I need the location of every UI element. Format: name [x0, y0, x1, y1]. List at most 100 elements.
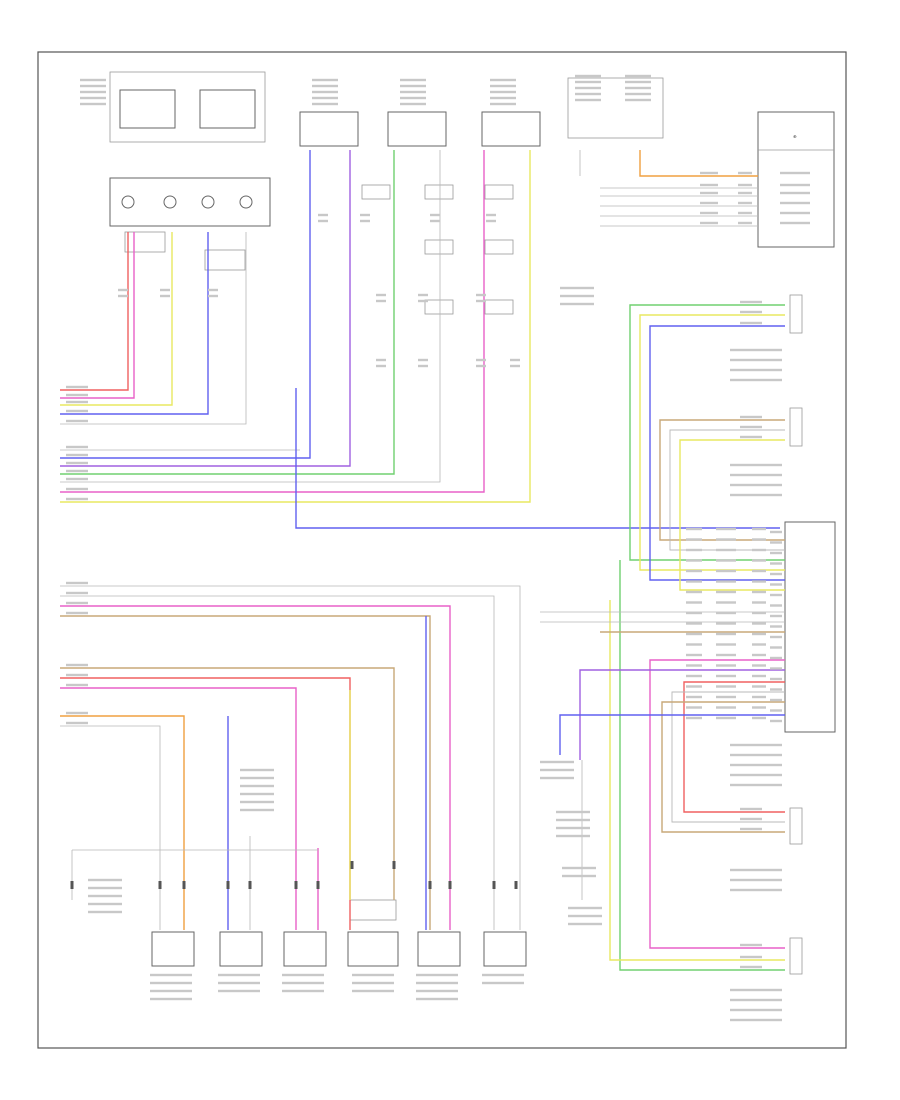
illegible-label-mark [400, 90, 426, 94]
illegible-label-mark [88, 902, 122, 906]
illegible-label-mark [752, 695, 766, 699]
illegible-label-mark [476, 299, 486, 303]
wire-yellow-1 [60, 232, 173, 406]
illegible-label-mark [562, 866, 596, 870]
connector-pin [70, 881, 74, 889]
illegible-label-mark [770, 604, 782, 607]
illegible-label-mark [568, 922, 602, 926]
illegible-label-mark [66, 611, 88, 615]
illegible-label-mark [66, 419, 88, 423]
illegible-label-mark [686, 611, 702, 615]
illegible-label-mark [625, 86, 651, 90]
illegible-label-mark [686, 538, 702, 541]
illegible-label-mark [770, 583, 782, 586]
connector-pins [70, 861, 518, 889]
wire-blue-4 [649, 325, 785, 581]
illegible-label-mark [400, 102, 426, 106]
illegible-label-mark [575, 86, 601, 90]
illegible-label-mark [490, 84, 516, 88]
illegible-label-mark [490, 90, 516, 94]
illegible-label-mark [716, 706, 736, 709]
illegible-label-mark [686, 569, 702, 573]
illegible-label-mark [752, 527, 766, 531]
illegible-label-mark [716, 548, 736, 552]
wire-violet-1 [60, 150, 351, 467]
illegible-label-mark [770, 698, 782, 702]
illegible-label-mark [752, 611, 766, 615]
wire-tan-5 [60, 667, 395, 900]
illegible-label-mark [486, 213, 496, 217]
wire-blue-1 [60, 232, 209, 415]
illegible-label-mark [625, 80, 651, 84]
illegible-label-mark [686, 590, 702, 594]
illegible-label-mark [416, 997, 458, 1001]
illegible-label-mark [352, 973, 394, 977]
illegible-label-mark [730, 473, 782, 477]
connector-pin [392, 861, 396, 869]
sensor-bottom-1 [151, 931, 195, 967]
illegible-label-mark [66, 711, 88, 715]
illegible-label-mark [160, 294, 170, 298]
illegible-label-mark [770, 572, 782, 576]
illegible-label-mark [716, 632, 736, 636]
illegible-label-mark [490, 102, 516, 106]
illegible-label-mark [770, 667, 782, 670]
illegible-label-mark [376, 364, 386, 368]
illegible-label-mark [730, 773, 782, 777]
illegible-label-mark [240, 808, 274, 812]
connector-pin [182, 881, 186, 889]
illegible-label-mark [80, 96, 106, 100]
illegible-label-mark [752, 716, 766, 720]
illegible-label-mark [150, 973, 192, 977]
illegible-label-mark [88, 886, 122, 890]
illegible-label-mark [740, 827, 762, 831]
illegible-label-mark [780, 201, 810, 205]
illegible-label-mark [352, 981, 394, 985]
illegible-label-mark [752, 632, 766, 636]
illegible-label-mark [752, 685, 766, 688]
illegible-label-mark [376, 299, 386, 303]
illegible-label-mark [770, 593, 782, 597]
bottom-sensors [151, 899, 527, 967]
illegible-label-mark [482, 981, 524, 985]
illegible-label-mark [686, 706, 702, 709]
illegible-label-mark [730, 878, 782, 882]
illegible-label-mark [770, 551, 782, 555]
illegible-label-mark [730, 358, 782, 362]
illegible-label-mark [686, 716, 702, 720]
illegible-label-mark [476, 293, 486, 297]
illegible-label-mark [686, 643, 702, 646]
illegible-label-mark [716, 569, 736, 573]
illegible-label-mark [416, 981, 458, 985]
sensor-bottom-2 [219, 931, 263, 967]
illegible-label-mark [575, 98, 601, 102]
illegible-label-mark [716, 601, 736, 604]
illegible-label-mark [540, 760, 574, 764]
illegible-label-mark [540, 768, 574, 772]
illegible-label-mark [716, 695, 736, 699]
illegible-label-mark [360, 219, 370, 223]
illegible-label-mark [730, 1018, 782, 1022]
illegible-label-mark [738, 221, 752, 225]
illegible-label-mark [66, 409, 88, 413]
occupant-sensor-group [109, 71, 271, 271]
illegible-label-mark [752, 538, 766, 541]
illegible-label-mark [625, 74, 651, 78]
connector-pin [294, 881, 298, 889]
illegible-label-mark [752, 622, 766, 625]
illegible-label-mark [700, 171, 718, 175]
illegible-label-mark [686, 653, 702, 657]
illegible-label-mark [730, 868, 782, 872]
connector-pin [514, 881, 518, 889]
illegible-label-mark [66, 497, 88, 501]
illegible-label-mark [240, 768, 274, 772]
wire-pink-5 [60, 687, 297, 930]
illegible-label-mark [740, 943, 762, 947]
illegible-label-mark [686, 685, 702, 688]
illegible-label-mark [730, 1008, 782, 1012]
illegible-label-mark [66, 469, 88, 473]
illegible-label-mark [66, 673, 88, 677]
illegible-label-mark [716, 611, 736, 615]
wire-pink-3 [649, 659, 785, 949]
